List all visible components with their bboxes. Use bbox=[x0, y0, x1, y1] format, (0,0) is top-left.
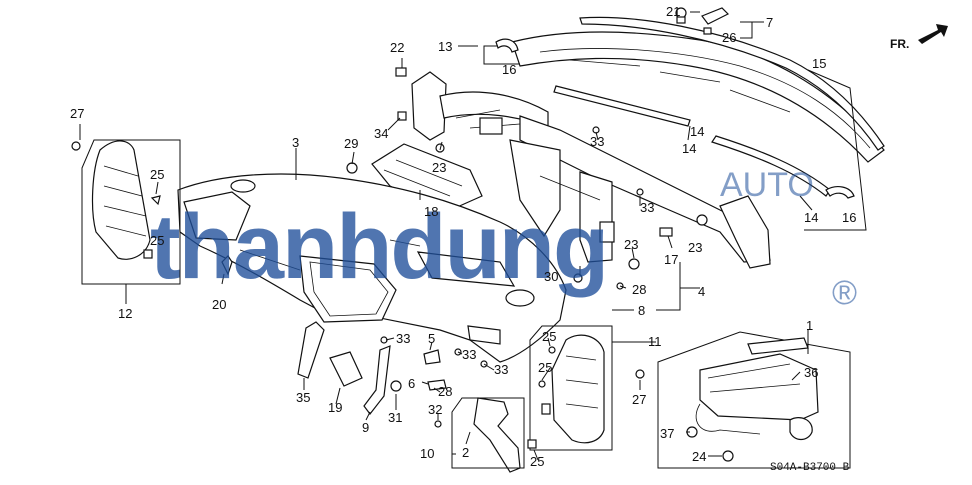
part-label: 24 bbox=[692, 449, 706, 464]
part-label: 16 bbox=[502, 62, 516, 77]
part-label: 18 bbox=[424, 204, 438, 219]
part-label: 20 bbox=[212, 297, 226, 312]
direction-label: FR. bbox=[890, 37, 909, 51]
dashboard-frame-part bbox=[411, 71, 771, 269]
part-label: 22 bbox=[390, 40, 404, 55]
watermark-registered-mark: ® bbox=[832, 274, 857, 312]
heater-duct-part-18 bbox=[371, 143, 483, 213]
part-label: 16 bbox=[842, 210, 856, 225]
bracket-part-7 bbox=[701, 7, 730, 35]
part-label: 13 bbox=[438, 39, 452, 54]
part-label: 6 bbox=[408, 376, 415, 391]
part-label: 25 bbox=[150, 167, 164, 182]
arrow-icon bbox=[918, 24, 948, 44]
airbag-module-group bbox=[657, 331, 851, 469]
part-label: 29 bbox=[344, 136, 358, 151]
part-label: 28 bbox=[632, 282, 646, 297]
part-label: 17 bbox=[664, 252, 678, 267]
part-label: 32 bbox=[428, 402, 442, 417]
watermark-text: thanhdung bbox=[150, 196, 607, 298]
part-label: 14 bbox=[690, 124, 704, 139]
part-label: 19 bbox=[328, 400, 342, 415]
part-label: 21 bbox=[666, 4, 680, 19]
drawing-code: S04A-B3700 B bbox=[770, 462, 850, 474]
part-label: 27 bbox=[632, 392, 646, 407]
part-label: 9 bbox=[362, 420, 369, 435]
lower-trim-parts bbox=[221, 255, 525, 473]
part-label: 37 bbox=[660, 426, 674, 441]
instrument-panel-part-3 bbox=[177, 173, 567, 363]
leader-lines bbox=[79, 11, 867, 461]
glove-box-group bbox=[527, 325, 613, 451]
part-label: 1 bbox=[806, 318, 813, 333]
part-label: 12 bbox=[118, 306, 132, 321]
watermark-logo: thanhdung AUTO ® bbox=[150, 166, 857, 312]
watermark-subtext: AUTO bbox=[720, 166, 814, 204]
part-label: 5 bbox=[428, 331, 435, 346]
part-label: 35 bbox=[296, 390, 310, 405]
part-label: 33 bbox=[590, 134, 604, 149]
part-label: 25 bbox=[538, 360, 552, 375]
part-label: 23 bbox=[688, 240, 702, 255]
part-label: 25 bbox=[542, 329, 556, 344]
duct-parts bbox=[495, 38, 855, 199]
part-label: 26 bbox=[722, 30, 736, 45]
part-label: 4 bbox=[698, 284, 705, 299]
part-label: 11 bbox=[648, 334, 662, 349]
fastener-parts bbox=[346, 67, 708, 388]
part-label: 34 bbox=[374, 126, 388, 141]
defroster-garnish-part bbox=[511, 16, 885, 163]
part-label: 25 bbox=[150, 233, 164, 248]
part-label: 8 bbox=[638, 303, 645, 318]
part-label: 10 bbox=[420, 446, 434, 461]
part-label: 7 bbox=[766, 15, 773, 30]
part-label: 28 bbox=[438, 384, 452, 399]
part-label: 2 bbox=[462, 445, 469, 460]
front-direction-arrow: FR. bbox=[890, 24, 948, 51]
part-label: 33 bbox=[494, 362, 508, 377]
part-label: 30 bbox=[544, 269, 558, 284]
part-label: 3 bbox=[292, 135, 299, 150]
left-side-cover-group bbox=[71, 139, 181, 285]
part-label: 33 bbox=[640, 200, 654, 215]
part-label: 15 bbox=[812, 56, 826, 71]
part-number-labels: 1 2 3 4 5 6 7 8 9 10 11 12 13 14 14 14 1… bbox=[70, 4, 856, 469]
part-label: 14 bbox=[682, 141, 696, 156]
part-label: 23 bbox=[624, 237, 638, 252]
part-label: 27 bbox=[70, 106, 84, 121]
part-label: 36 bbox=[804, 365, 818, 380]
part-label: 33 bbox=[462, 347, 476, 362]
part-label: 33 bbox=[396, 331, 410, 346]
part-label: 25 bbox=[530, 454, 544, 469]
clip-part-21 bbox=[675, 7, 687, 24]
part-label: 14 bbox=[804, 210, 818, 225]
part-label: 31 bbox=[388, 410, 402, 425]
part-label: 23 bbox=[432, 160, 446, 175]
